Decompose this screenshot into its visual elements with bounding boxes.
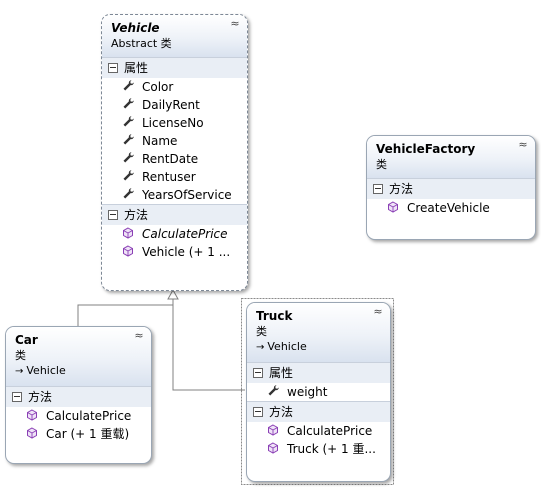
- vehicle-properties-section[interactable]: 属性: [102, 57, 247, 78]
- inherits-arrow-icon: →: [15, 366, 24, 377]
- collapse-icon[interactable]: ≈: [134, 329, 144, 342]
- collapse-icon[interactable]: ≈: [373, 305, 383, 318]
- cube-method-icon: [122, 244, 142, 262]
- car-class-header[interactable]: Car 类 →Vehicle ≈: [6, 327, 151, 386]
- vehiclefactory-class-header[interactable]: VehicleFactory 类 ≈: [367, 136, 535, 178]
- property-item[interactable]: YearsOfService: [102, 186, 247, 204]
- method-name: Car (+ 1 重载): [46, 427, 130, 441]
- truck-class-kind: 类: [256, 325, 267, 338]
- cube-method-icon: [26, 426, 46, 444]
- wrench-property-icon: [122, 97, 142, 115]
- property-item[interactable]: RentDate: [102, 150, 247, 168]
- method-name: CalculatePrice: [142, 227, 228, 241]
- cube-method-icon: [267, 441, 287, 459]
- method-item[interactable]: CreateVehicle: [367, 199, 535, 217]
- vehicle-class-kind: Abstract 类: [111, 37, 172, 50]
- collapse-minus-icon[interactable]: [253, 367, 263, 378]
- vehicle-methods-section[interactable]: 方法: [102, 204, 247, 225]
- wrench-property-icon: [122, 79, 142, 97]
- methods-label: 方法: [389, 182, 414, 196]
- cube-method-icon: [122, 226, 142, 244]
- wrench-property-icon: [122, 115, 142, 133]
- property-name: Name: [142, 134, 178, 148]
- method-item[interactable]: CalculatePrice: [102, 225, 247, 243]
- methods-label: 方法: [269, 405, 294, 419]
- vehiclefactory-methods-section[interactable]: 方法: [367, 178, 535, 199]
- property-name: DailyRent: [142, 98, 200, 112]
- methods-label: 方法: [28, 390, 53, 404]
- truck-properties-section[interactable]: 属性: [247, 362, 390, 383]
- collapse-minus-icon[interactable]: [12, 391, 22, 402]
- generalization-arrowhead: [167, 288, 179, 300]
- truck-inherits-connector: [172, 297, 245, 391]
- truck-base-class: →Vehicle: [256, 339, 382, 356]
- collapse-minus-icon[interactable]: [108, 209, 118, 220]
- property-name: Rentuser: [142, 170, 196, 184]
- properties-label: 属性: [269, 366, 294, 380]
- vehiclefactory-class-name: VehicleFactory: [376, 142, 476, 156]
- method-item[interactable]: Car (+ 1 重载): [6, 425, 151, 443]
- car-class-name: Car: [15, 333, 38, 347]
- property-name: YearsOfService: [142, 188, 232, 202]
- truck-selection-frame: [241, 298, 394, 485]
- collapse-minus-icon[interactable]: [108, 62, 118, 73]
- property-name: LicenseNo: [142, 116, 204, 130]
- method-name: Truck (+ 1 重...: [287, 442, 376, 456]
- wrench-property-icon: [122, 169, 142, 187]
- method-name: CalculatePrice: [287, 424, 373, 438]
- method-item[interactable]: Truck (+ 1 重...: [247, 440, 390, 458]
- collapse-minus-icon[interactable]: [373, 183, 383, 194]
- vehiclefactory-class-kind: 类: [376, 158, 387, 171]
- wrench-property-icon: [122, 133, 142, 151]
- property-item[interactable]: DailyRent: [102, 96, 247, 114]
- collapse-minus-icon[interactable]: [253, 406, 263, 417]
- method-name: CreateVehicle: [407, 201, 490, 215]
- wrench-property-icon: [122, 151, 142, 169]
- property-item[interactable]: LicenseNo: [102, 114, 247, 132]
- vehicle-class-header[interactable]: Vehicle Abstract 类 ≈: [102, 15, 247, 57]
- truck-base-name: Vehicle: [267, 340, 307, 353]
- method-item[interactable]: CalculatePrice: [6, 407, 151, 425]
- truck-methods-section[interactable]: 方法: [247, 401, 390, 422]
- method-name: Vehicle (+ 1 ...: [142, 245, 231, 259]
- method-item[interactable]: CalculatePrice: [247, 422, 390, 440]
- property-name: Color: [142, 80, 174, 94]
- car-inherits-connector: [77, 297, 174, 327]
- truck-class-box[interactable]: Truck 类 →Vehicle ≈ 属性 weight 方法 Calculat…: [246, 302, 391, 482]
- car-base-name: Vehicle: [26, 364, 66, 377]
- inherits-arrow-icon: →: [256, 342, 265, 353]
- truck-class-header[interactable]: Truck 类 →Vehicle ≈: [247, 303, 390, 362]
- collapse-icon[interactable]: ≈: [230, 17, 240, 30]
- property-item[interactable]: Color: [102, 78, 247, 96]
- car-methods-section[interactable]: 方法: [6, 386, 151, 407]
- car-class-kind: 类: [15, 349, 26, 362]
- vehicle-class-name: Vehicle: [111, 21, 160, 35]
- truck-class-name: Truck: [256, 309, 293, 323]
- method-name: CalculatePrice: [46, 409, 132, 423]
- methods-label: 方法: [124, 208, 149, 222]
- properties-label: 属性: [124, 61, 149, 75]
- cube-method-icon: [387, 200, 407, 218]
- wrench-property-icon: [267, 384, 287, 402]
- property-name: RentDate: [142, 152, 199, 166]
- car-base-class: →Vehicle: [15, 363, 143, 380]
- method-item[interactable]: Vehicle (+ 1 ...: [102, 243, 247, 261]
- property-name: weight: [287, 385, 328, 399]
- vehiclefactory-class-box[interactable]: VehicleFactory 类 ≈ 方法 CreateVehicle: [366, 135, 536, 240]
- property-item[interactable]: Name: [102, 132, 247, 150]
- cube-method-icon: [267, 423, 287, 441]
- wrench-property-icon: [122, 187, 142, 205]
- property-item[interactable]: weight: [247, 383, 390, 401]
- cube-method-icon: [26, 408, 46, 426]
- collapse-icon[interactable]: ≈: [518, 138, 528, 151]
- property-item[interactable]: Rentuser: [102, 168, 247, 186]
